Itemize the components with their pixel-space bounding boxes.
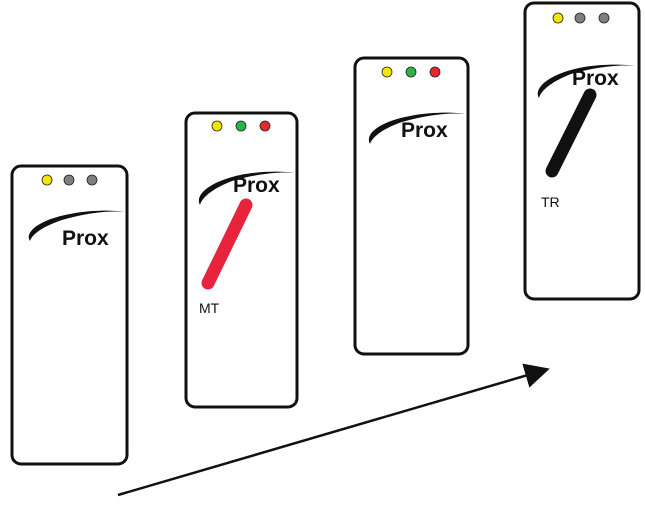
led-1	[552, 12, 564, 24]
stripe-label-mt: MT	[199, 300, 220, 316]
led-3	[259, 120, 271, 132]
brand-text: Prox	[401, 119, 448, 142]
card-body	[523, 1, 641, 301]
led-1	[381, 66, 393, 78]
stripe-label-tr: TR	[541, 194, 560, 210]
magnetic-stripe-mark	[201, 198, 253, 290]
card-body	[353, 56, 470, 356]
led-2	[63, 174, 75, 186]
led-2	[235, 120, 247, 132]
led-1	[41, 174, 53, 186]
card-body	[10, 164, 129, 466]
reader-card-1: Prox	[10, 164, 129, 466]
brand-text: Prox	[62, 227, 109, 250]
progression-arrow	[117, 363, 550, 497]
magnetic-stripe-mark	[545, 88, 597, 178]
led-2	[574, 12, 586, 24]
led-3	[86, 174, 98, 186]
led-3	[598, 12, 610, 24]
led-2	[405, 66, 417, 78]
prox-swoosh-icon	[368, 112, 465, 144]
brand-text: Prox	[233, 174, 280, 197]
led-3	[429, 66, 441, 78]
prox-swoosh-icon	[537, 64, 635, 98]
reader-card-3: Prox	[353, 56, 470, 356]
card-body	[184, 111, 299, 409]
reader-card-4: Prox TR	[523, 1, 641, 301]
led-1	[211, 120, 223, 132]
brand-text: Prox	[572, 67, 619, 90]
reader-card-2: Prox MT	[184, 111, 299, 409]
